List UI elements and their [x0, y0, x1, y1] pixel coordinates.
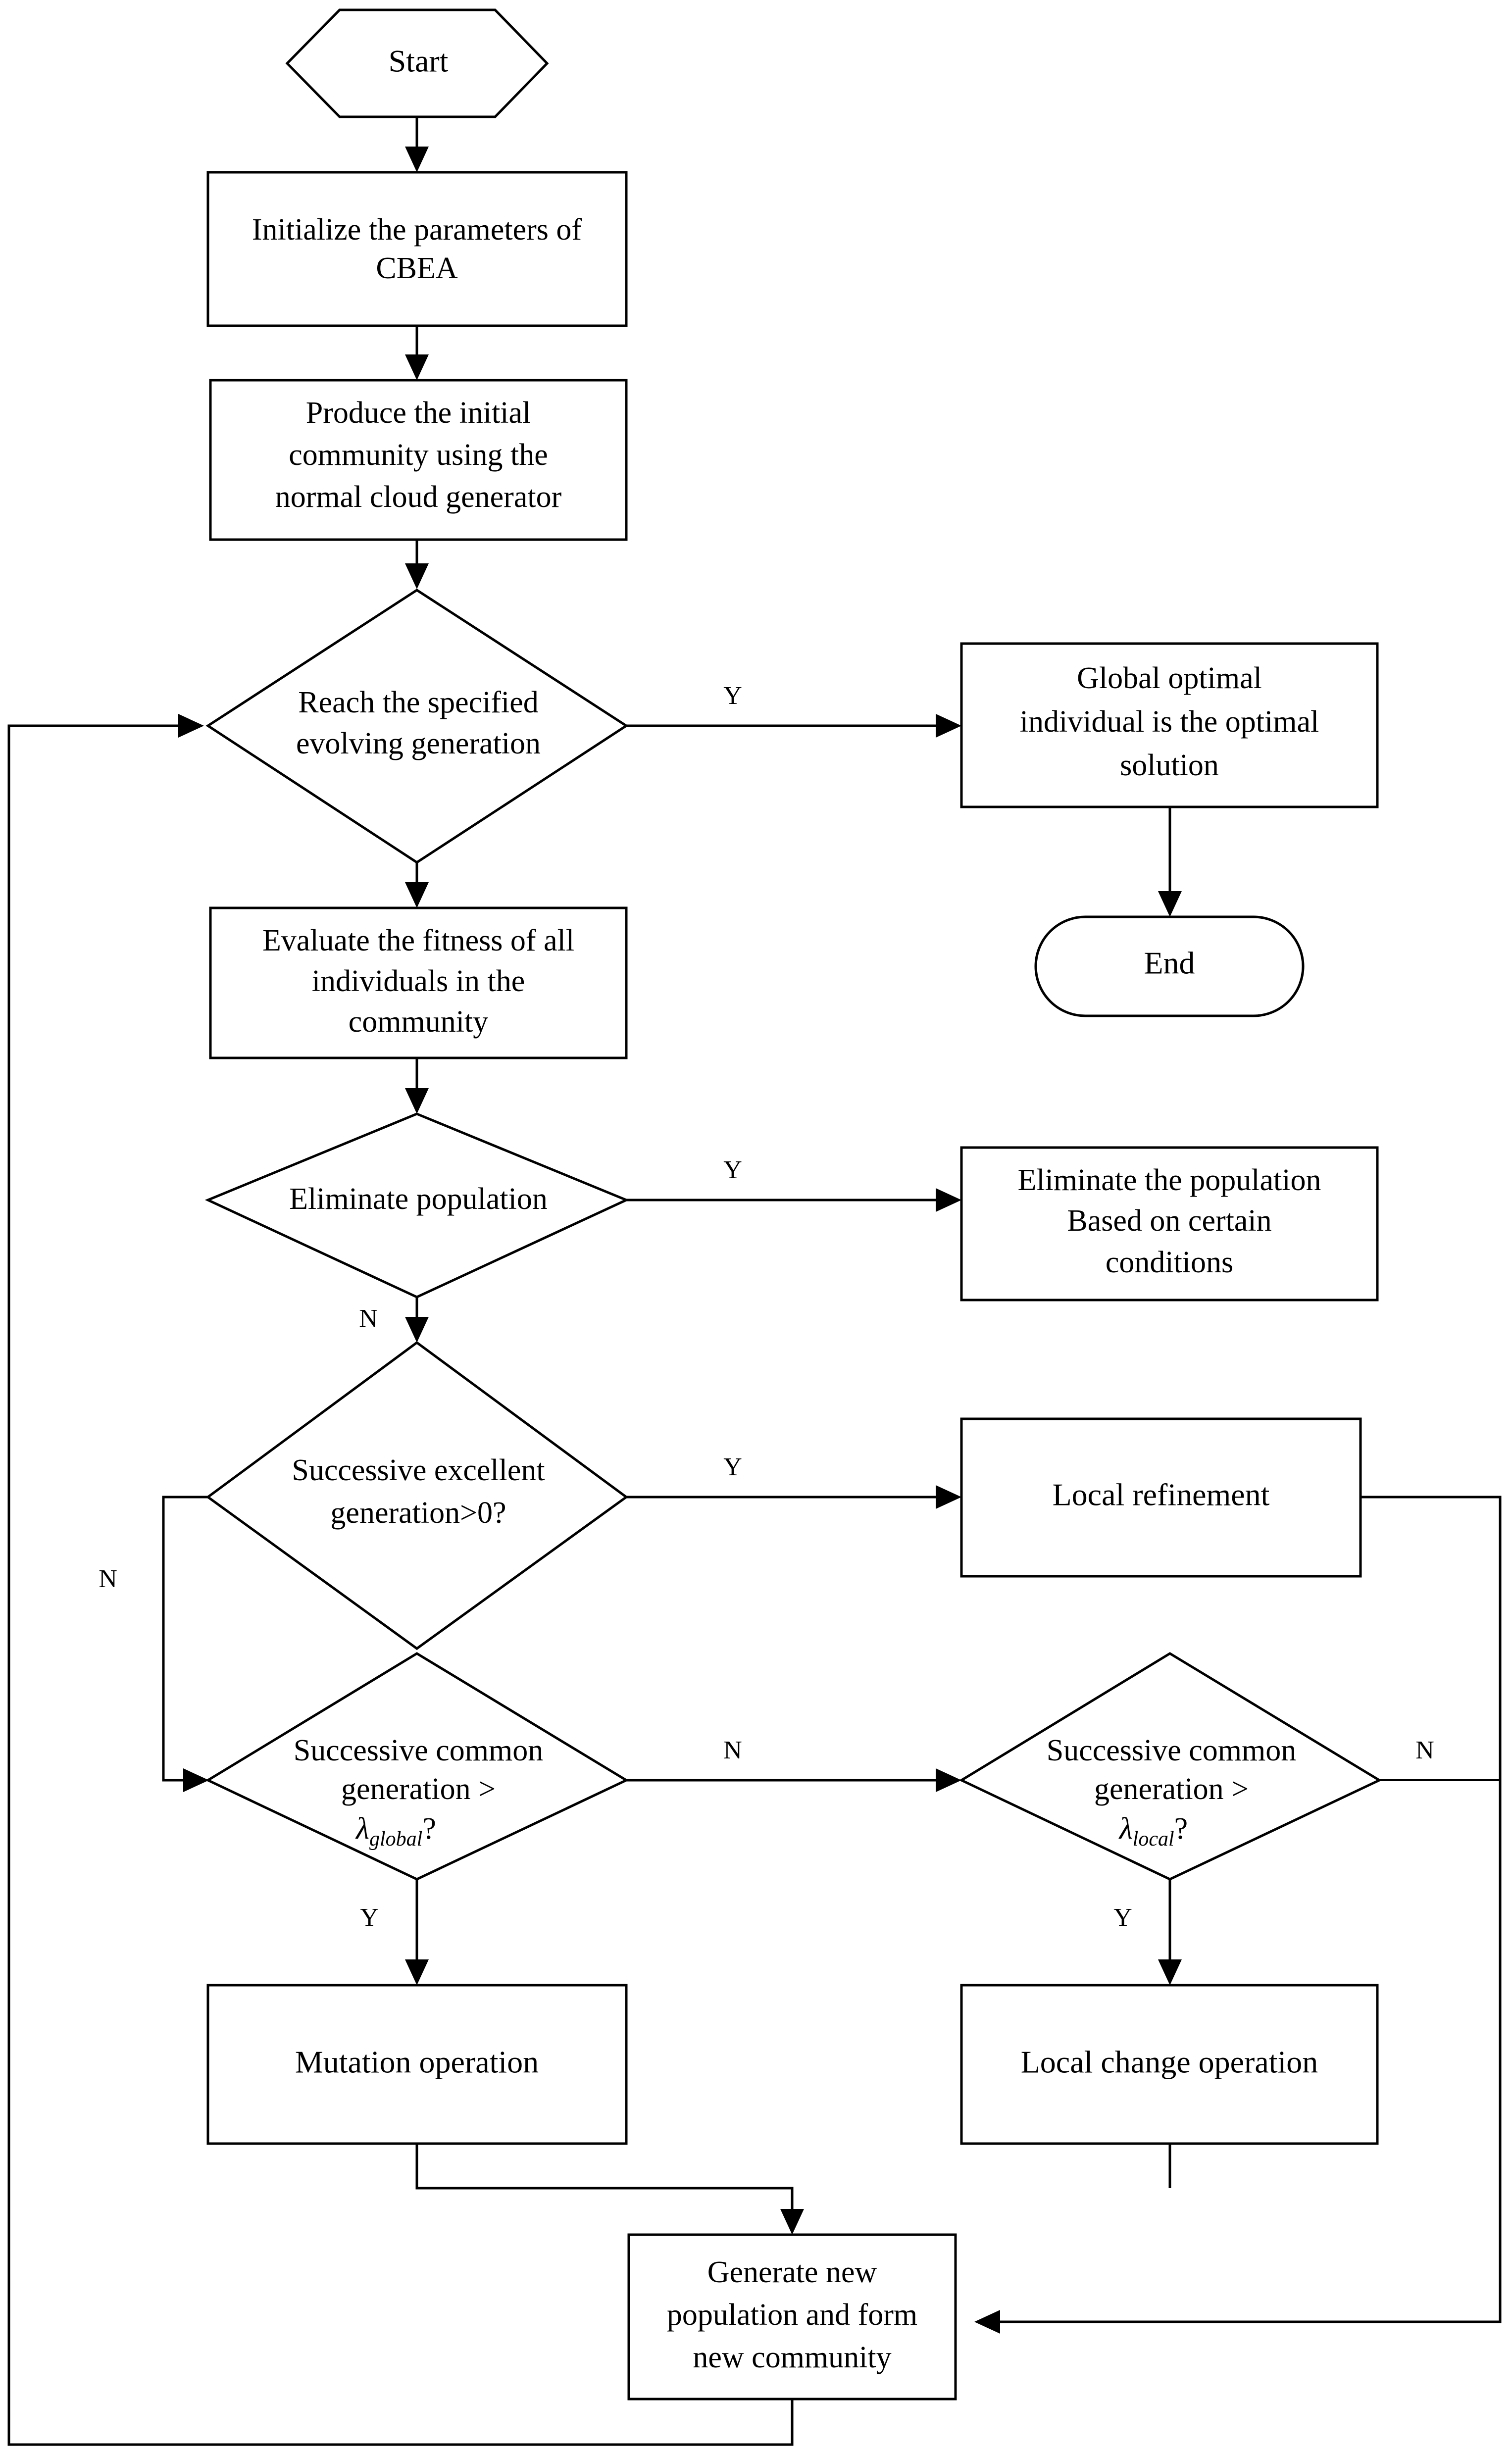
node-successive-global-qmark: ? [422, 1812, 436, 1846]
edge-successive-excellent-no-to-successive-global [162, 1496, 209, 1792]
node-evaluate-line2: individuals in the [312, 964, 525, 998]
node-successive-global-line1: Successive common [294, 1734, 544, 1767]
node-reach-specified-generation[interactable]: Reach the specified evolving generation [205, 589, 629, 864]
node-local-refinement-label: Local refinement [1053, 1477, 1270, 1512]
edge-successive-global-no-to-successive-local [626, 1768, 961, 1792]
edge-eliminate-no-to-successive-excellent [405, 1297, 429, 1343]
node-local-refinement[interactable]: Local refinement [960, 1417, 1362, 1578]
node-generate-new-population[interactable]: Generate new population and form new com… [627, 2233, 957, 2401]
node-successive-local-lambda: λ [1118, 1812, 1133, 1846]
node-successive-excellent-line2: generation>0? [330, 1496, 506, 1530]
edge-local-refinement-to-generate [974, 1496, 1502, 2334]
edge-global-optimal-to-end [1158, 807, 1182, 917]
edge-label-successive-excellent-no: N [99, 1565, 117, 1593]
node-start[interactable]: Start [285, 8, 549, 118]
node-global-optimal-line3: solution [1120, 749, 1219, 782]
node-initialize-line1: Initialize the parameters of [252, 213, 582, 247]
svg-text:λglobal?: λglobal? [355, 1812, 436, 1850]
node-successive-local-line2: generation > [1094, 1772, 1249, 1806]
node-evaluate-line1: Evaluate the fitness of all [262, 924, 574, 957]
node-generate-line1: Generate new [707, 2255, 877, 2289]
node-successive-common-local-question[interactable]: Successive common generation > λlocal? [958, 1652, 1382, 1881]
edge-successive-global-yes-to-mutation [405, 1879, 429, 1985]
node-eliminate-action-line2: Based on certain [1067, 1204, 1271, 1238]
node-produce-line3: normal cloud generator [275, 480, 562, 514]
edge-label-successive-global-no: N [723, 1736, 742, 1764]
edge-successive-excellent-yes-to-local-refinement [626, 1485, 961, 1509]
edge-label-successive-global-yes: Y [360, 1903, 379, 1932]
node-local-change-label: Local change operation [1021, 2045, 1318, 2080]
edge-reach-yes-to-global-optimal [626, 714, 961, 738]
node-successive-local-line1: Successive common [1047, 1734, 1297, 1767]
edge-label-eliminate-no: N [359, 1304, 378, 1333]
edge-start-to-init [405, 117, 429, 172]
edge-label-eliminate-yes: Y [723, 1156, 742, 1184]
svg-text:λlocal?: λlocal? [1118, 1812, 1188, 1850]
node-produce-line2: community using the [289, 438, 548, 472]
node-successive-global-lambda: λ [355, 1812, 369, 1846]
edge-successive-local-yes-to-local-change [1158, 1879, 1182, 1985]
node-global-optimal-solution[interactable]: Global optimal individual is the optimal… [960, 642, 1379, 808]
node-evaluate-line3: community [349, 1005, 488, 1039]
node-eliminate-question-label: Eliminate population [289, 1182, 548, 1216]
node-successive-excellent-line1: Successive excellent [292, 1453, 545, 1487]
edge-evaluate-to-eliminate-question [405, 1058, 429, 1114]
edge-init-to-produce [405, 325, 429, 380]
node-generate-line3: new community [693, 2341, 891, 2374]
node-end[interactable]: End [1034, 915, 1305, 1017]
node-eliminate-action-line1: Eliminate the population [1018, 1163, 1321, 1197]
node-reach-line2: evolving generation [296, 727, 541, 760]
node-eliminate-action[interactable]: Eliminate the population Based on certai… [960, 1146, 1379, 1302]
node-end-label: End [1144, 946, 1195, 981]
node-global-optimal-line1: Global optimal [1077, 661, 1262, 695]
node-successive-common-global-question[interactable]: Successive common generation > λglobal? [205, 1652, 629, 1881]
edge-label-successive-excellent-yes: Y [723, 1453, 742, 1481]
node-successive-local-subscript: local [1133, 1828, 1174, 1851]
node-initialize[interactable]: Initialize the parameters of CBEA [206, 171, 628, 327]
edge-label-successive-local-yes: Y [1113, 1903, 1132, 1932]
node-local-change-operation[interactable]: Local change operation [960, 1984, 1379, 2145]
node-initialize-line2: CBEA [376, 251, 458, 285]
edge-label-successive-local-no: N [1415, 1736, 1434, 1764]
node-successive-local-qmark: ? [1174, 1812, 1188, 1846]
node-reach-line1: Reach the specified [298, 686, 538, 719]
node-eliminate-population-question[interactable]: Eliminate population [204, 1112, 630, 1299]
node-produce-line1: Produce the initial [306, 396, 531, 430]
node-successive-global-line2: generation > [341, 1772, 496, 1806]
node-produce-initial-community[interactable]: Produce the initial community using the … [209, 379, 628, 541]
node-global-optimal-line2: individual is the optimal [1020, 705, 1319, 739]
node-evaluate-fitness[interactable]: Evaluate the fitness of all individuals … [209, 906, 628, 1059]
node-eliminate-action-line3: conditions [1106, 1246, 1233, 1279]
edge-produce-to-reach [405, 540, 429, 589]
edge-label-reach-yes: Y [723, 682, 742, 710]
edge-mutation-localchange-join-to-generate [415, 2144, 1171, 2235]
node-successive-excellent-question[interactable]: Successive excellent generation>0? [205, 1341, 629, 1651]
node-mutation-operation[interactable]: Mutation operation [206, 1984, 628, 2145]
node-generate-line2: population and form [667, 2298, 917, 2332]
edge-reach-no-to-evaluate [405, 862, 429, 908]
edge-eliminate-yes-to-eliminate-action [626, 1188, 961, 1212]
node-mutation-label: Mutation operation [295, 2045, 539, 2080]
node-start-label: Start [389, 44, 449, 79]
edge-generate-feedback-to-reach [7, 714, 794, 2446]
node-successive-global-subscript: global [369, 1828, 422, 1851]
